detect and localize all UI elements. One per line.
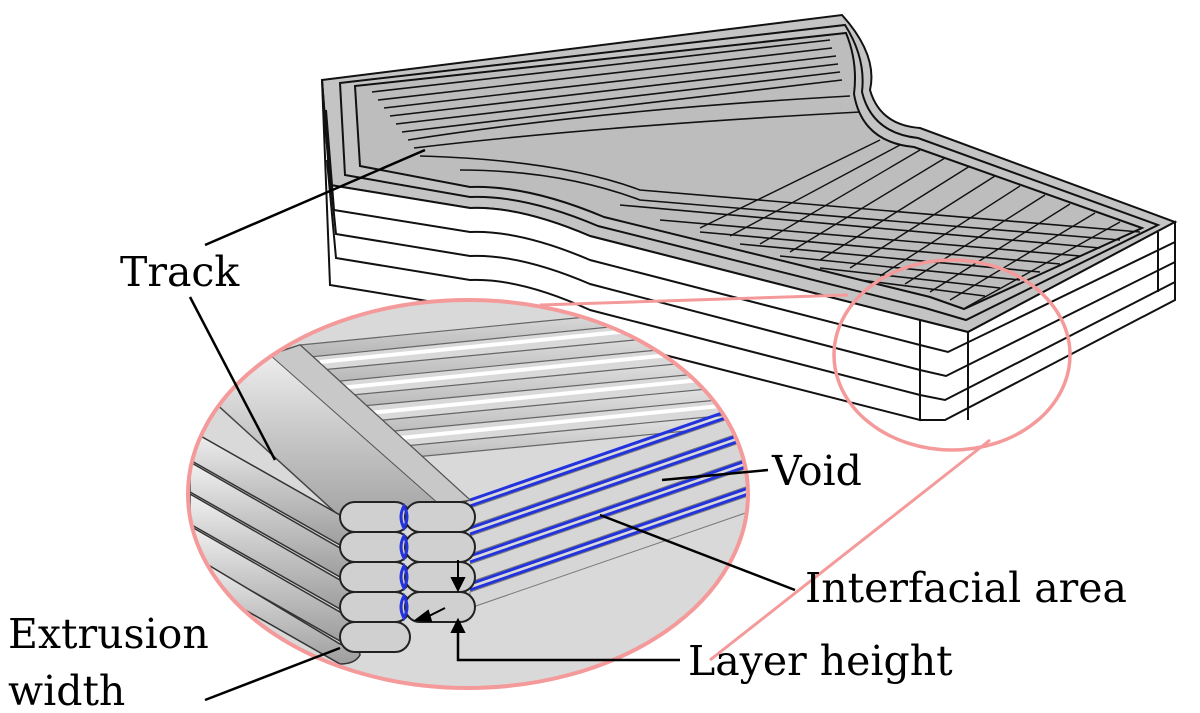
layer-height-arrow-down: [450, 577, 466, 593]
void-cross-sections: [399, 502, 409, 622]
magnifier-source-circle: [832, 258, 1072, 452]
inset-stacked-tracks: [189, 428, 361, 665]
extrusion-width-arrow: [413, 609, 433, 623]
part-perimeter-track: [338, 23, 1161, 322]
extrusion-width-leader: [204, 646, 341, 702]
void-label: Void: [771, 447, 862, 495]
layer-height-arrow-up: [450, 617, 466, 633]
void-channels: [469, 398, 748, 592]
zoom-inset: [186, 298, 750, 690]
magnifier-zoom-circle: [186, 298, 750, 690]
interfacial-area-label: Interfacial area: [805, 564, 1127, 612]
void-leader: [661, 468, 769, 482]
layer-lines-left: [325, 109, 921, 396]
part-perimeter-track-2: [353, 31, 1145, 311]
leader-lines: [188, 148, 796, 702]
infill-lines: [371, 39, 1141, 297]
track-label: Track: [120, 248, 240, 296]
dimension-arrows: [413, 560, 466, 633]
track-leader-inset: [188, 296, 277, 461]
interfacial-area-leader: [599, 513, 796, 592]
layer-height-leader: [456, 622, 680, 662]
extrusion-width-label-line2: width: [8, 667, 125, 713]
infill-lines-right: [699, 139, 1121, 309]
track-leader-top: [204, 148, 426, 247]
layer-lines-right: [919, 232, 1176, 420]
layer-height-label: Layer height: [688, 637, 953, 685]
printed-part: [320, 13, 1178, 422]
extrusion-width-label-line1: Extrusion: [8, 610, 209, 658]
magnifier-connector: [539, 293, 991, 662]
